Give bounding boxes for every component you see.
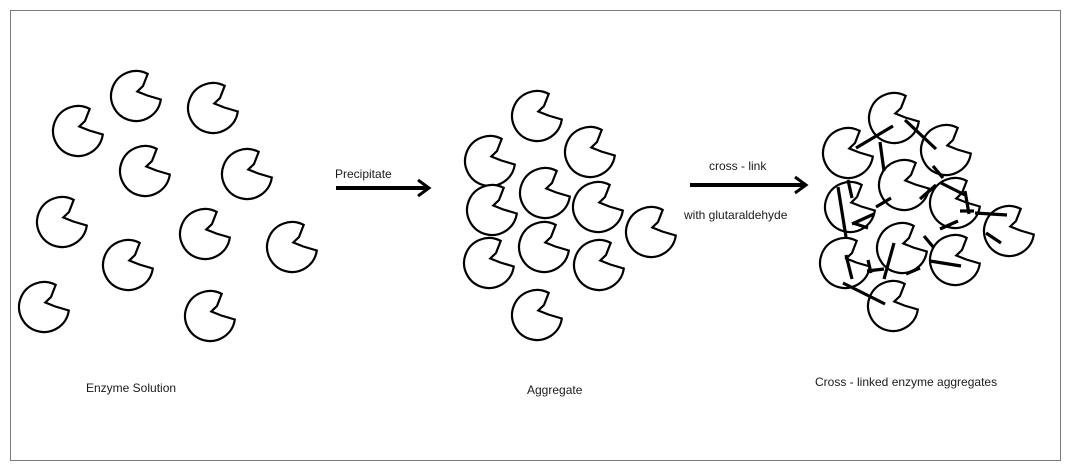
glutaraldehyde-cross-link xyxy=(939,219,959,231)
enzyme-icon xyxy=(178,207,232,261)
enzyme-icon xyxy=(866,279,920,333)
enzyme-icon xyxy=(877,158,931,212)
enzyme-icon xyxy=(982,204,1036,258)
enzyme-icon xyxy=(510,288,564,342)
glutaraldehyde-cross-link xyxy=(974,211,1008,217)
enzyme-icon xyxy=(35,195,89,249)
enzyme-icon xyxy=(463,134,517,188)
precipitate-label: Precipitate xyxy=(335,167,392,181)
enzyme-icon xyxy=(928,233,982,287)
glutaraldehyde-cross-link xyxy=(931,164,945,180)
enzyme-icon xyxy=(220,147,274,201)
glutaraldehyde-cross-link xyxy=(905,266,921,276)
glutaraldehyde-cross-link xyxy=(903,118,938,151)
glutaraldehyde-cross-link xyxy=(836,186,848,238)
enzyme-icon xyxy=(462,236,516,290)
glutaraldehyde-cross-link xyxy=(922,234,936,250)
cross-linked-aggregate-group xyxy=(818,91,1036,333)
cross-link-label: cross - link xyxy=(709,159,767,173)
glutaraldehyde-cross-link xyxy=(882,242,896,280)
glutaraldehyde-cross-link xyxy=(846,179,854,199)
enzyme-icon xyxy=(265,220,319,274)
enzyme-icon xyxy=(867,91,921,145)
glutaraldehyde-cross-link xyxy=(852,221,869,230)
glutaraldehyde-cross-link xyxy=(842,281,886,306)
glutaraldehyde-cross-link xyxy=(844,254,854,280)
enzyme-icon xyxy=(818,236,872,290)
glutaraldehyde-cross-link xyxy=(985,231,1002,245)
glutaraldehyde-cross-link xyxy=(866,259,873,274)
enzyme-icon xyxy=(624,205,678,259)
cross-link-arrow xyxy=(690,175,809,195)
enzyme-icon xyxy=(510,89,564,143)
precipitate-arrow xyxy=(336,178,432,198)
enzyme-icon xyxy=(109,69,163,123)
enzyme-icon xyxy=(118,144,172,198)
enzyme-icon xyxy=(517,220,571,274)
glutaraldehyde-cross-link xyxy=(875,196,892,209)
glutaraldehyde-cross-link xyxy=(878,141,886,172)
aggregate-group xyxy=(462,89,678,342)
enzyme-icon xyxy=(821,126,875,180)
enzyme-icon xyxy=(563,125,617,179)
enzyme-icon xyxy=(51,104,105,158)
glutaraldehyde-cross-link xyxy=(918,183,938,201)
enzyme-icon xyxy=(571,180,625,234)
aggregate-caption: Aggregate xyxy=(527,383,583,397)
glutaraldehyde-cross-link xyxy=(940,181,966,197)
glutaraldehyde-cross-link xyxy=(929,259,962,268)
enzyme-icon xyxy=(928,176,982,230)
glutaraldehyde-cross-link xyxy=(855,124,894,150)
enzyme-icon xyxy=(465,183,519,237)
enzyme-icon xyxy=(518,166,572,220)
enzyme-icon xyxy=(183,289,237,343)
cross-linked-caption: Cross - linked enzyme aggregates xyxy=(815,375,997,389)
enzyme-solution-caption: Enzyme Solution xyxy=(86,381,176,395)
enzyme-icon xyxy=(101,238,155,292)
enzyme-icon xyxy=(17,280,71,334)
enzyme-icon xyxy=(572,238,626,292)
enzyme-icon xyxy=(919,123,973,177)
enzyme-icon xyxy=(186,81,240,135)
glutaraldehyde-label: with glutaraldehyde xyxy=(683,208,788,222)
enzyme-solution-group xyxy=(17,69,319,343)
